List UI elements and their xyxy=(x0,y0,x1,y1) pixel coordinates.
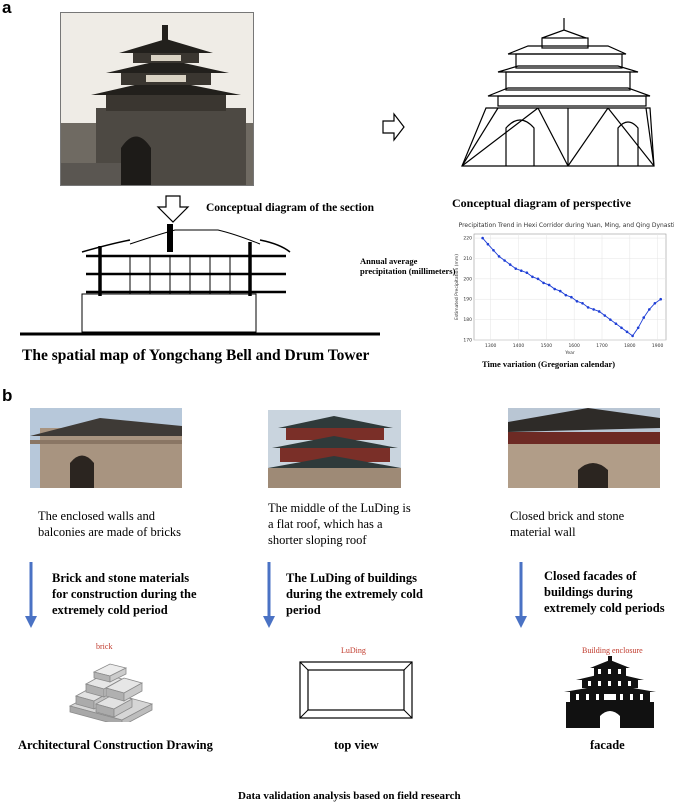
enclosed-wall-photo xyxy=(508,408,660,488)
data-point xyxy=(575,299,579,303)
data-point xyxy=(536,277,540,281)
data-point xyxy=(542,281,545,285)
data-point xyxy=(520,269,523,272)
x-tick-label: 1700 xyxy=(596,343,608,349)
y-tick-label: 220 xyxy=(463,236,472,242)
caption-facade: facade xyxy=(590,738,625,752)
down-arrow-icon xyxy=(156,195,190,223)
time-axis-label: Time variation (Gregorian calendar) xyxy=(482,359,616,369)
data-point xyxy=(503,259,506,262)
plot-area xyxy=(473,233,667,341)
x-tick-label: 1400 xyxy=(513,343,525,349)
spatial-map-caption: The spatial map of Yongchang Bell and Dr… xyxy=(22,347,370,364)
brick-icon xyxy=(68,663,154,722)
down-arrow-icon-1 xyxy=(25,562,37,628)
x-tick-label: 1900 xyxy=(652,343,664,349)
description-1: The enclosed walls and balconies are mad… xyxy=(38,509,181,539)
data-point xyxy=(603,314,607,317)
perspective-caption: Conceptual diagram of perspective xyxy=(452,196,631,210)
y-tick-label: 170 xyxy=(463,338,472,344)
perspective-line-drawing xyxy=(461,18,655,167)
facade-icon xyxy=(564,656,656,728)
description-3: Closed brick and stone material wall xyxy=(510,509,625,539)
data-point xyxy=(497,255,501,258)
description-2: The middle of the LuDing is a flat roof,… xyxy=(268,501,411,547)
caption-construction-drawing: Architectural Construction Drawing xyxy=(18,738,213,752)
section-caption: Conceptual diagram of the section xyxy=(206,202,375,214)
data-point xyxy=(659,297,663,301)
data-point xyxy=(514,267,518,270)
right-arrow-icon xyxy=(382,112,405,142)
luding-top-view-icon xyxy=(299,661,413,719)
data-point xyxy=(631,334,634,338)
arrow-text-2: The LuDing of buildings during the extre… xyxy=(286,571,423,617)
data-point xyxy=(547,283,551,287)
panel-label-a: a xyxy=(2,0,12,17)
x-tick-label: 1500 xyxy=(541,343,553,349)
data-point xyxy=(525,271,529,275)
precip-axis-label-line1: Annual average xyxy=(360,256,418,266)
precip-axis-label: Annual average precipitation (millimeter… xyxy=(360,256,455,276)
caption-top-view: top view xyxy=(334,738,379,752)
data-point xyxy=(597,310,601,313)
data-point xyxy=(558,289,562,293)
footer-caption: Data validation analysis based on field … xyxy=(238,790,461,802)
luding-label: LuDing xyxy=(341,646,366,655)
data-point xyxy=(620,326,623,330)
chart-title: Precipitation Trend in Hexi Corridor dur… xyxy=(459,222,674,229)
data-point xyxy=(486,242,490,246)
data-point xyxy=(570,295,573,299)
panel-label-b: b xyxy=(2,386,13,405)
precipitation-line-chart: Precipitation Trend in Hexi Corridor dur… xyxy=(454,222,674,356)
brick-label: brick xyxy=(96,642,113,651)
data-point xyxy=(625,330,629,334)
arrow-text-3: Closed facades of buildings during extre… xyxy=(544,569,665,615)
y-axis-label: Estimated Precipitation (mm) xyxy=(454,254,460,320)
precip-axis-label-line2: precipitation (millimeters) xyxy=(360,266,456,276)
data-point xyxy=(592,308,595,311)
data-point xyxy=(492,249,495,252)
data-point xyxy=(531,275,534,279)
historic-tower-photo xyxy=(60,12,254,186)
section-diagram xyxy=(20,224,380,336)
x-axis-label: Year xyxy=(564,350,575,356)
y-tick-label: 180 xyxy=(463,317,472,323)
y-tick-label: 200 xyxy=(463,276,472,282)
data-point xyxy=(653,302,657,305)
y-tick-label: 210 xyxy=(463,256,472,262)
data-point xyxy=(586,306,590,309)
y-tick-label: 190 xyxy=(463,297,472,303)
data-point xyxy=(648,308,651,311)
data-point xyxy=(564,293,568,297)
data-point xyxy=(642,316,646,319)
data-point xyxy=(581,302,584,305)
data-point xyxy=(553,287,556,291)
data-point xyxy=(609,318,612,321)
down-arrow-icon-3 xyxy=(515,562,527,628)
x-tick-label: 1800 xyxy=(624,343,636,349)
x-tick-label: 1300 xyxy=(485,343,497,349)
building-enclosure-label: Building enclosure xyxy=(582,646,643,655)
data-point xyxy=(614,322,618,325)
data-point xyxy=(508,263,512,266)
data-point xyxy=(636,326,640,330)
down-arrow-icon-2 xyxy=(263,562,275,628)
brick-wall-photo xyxy=(30,408,182,488)
luding-roof-photo xyxy=(268,410,401,488)
x-tick-label: 1600 xyxy=(568,343,580,349)
arrow-text-1: Brick and stone materials for constructi… xyxy=(52,571,197,617)
data-point xyxy=(481,236,484,240)
